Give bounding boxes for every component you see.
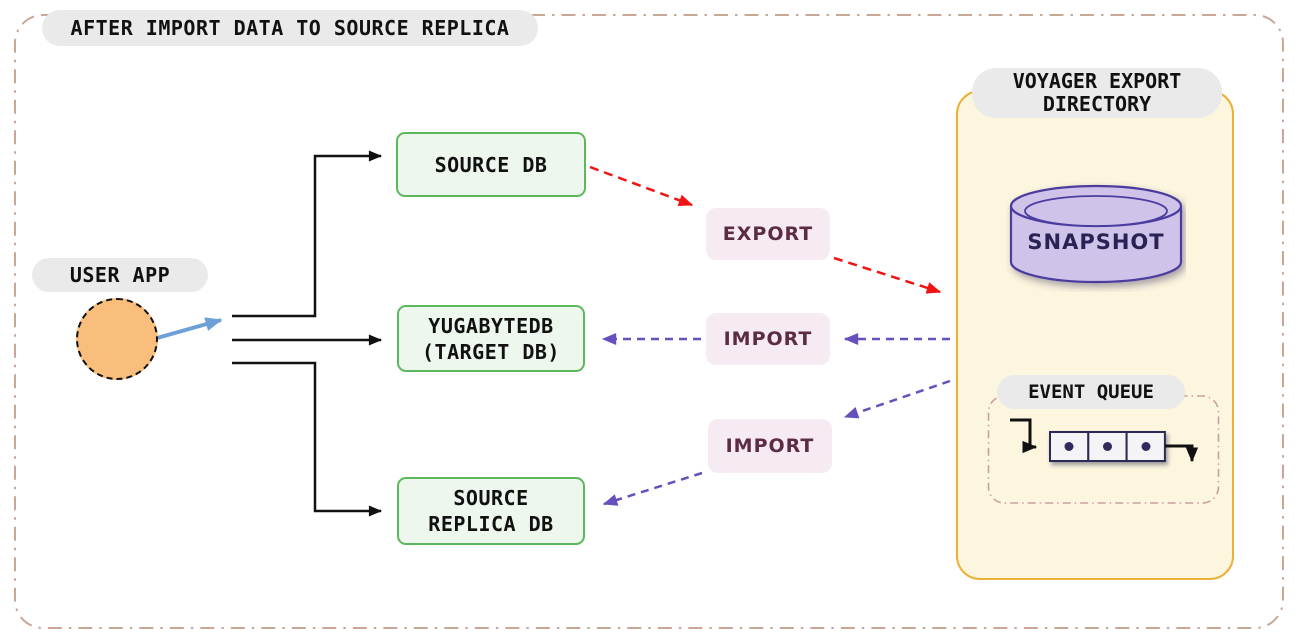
diagram-title: AFTER IMPORT DATA TO SOURCE REPLICA <box>42 10 538 46</box>
node-source-replica-line2: REPLICA DB <box>428 512 554 536</box>
queue-in-arrow <box>1010 418 1038 454</box>
voyager-title: VOYAGER EXPORT DIRECTORY <box>972 68 1222 118</box>
diagram-title-text: AFTER IMPORT DATA TO SOURCE REPLICA <box>70 16 510 40</box>
user-app-label-text: USER APP <box>69 263 171 287</box>
node-source-replica-db: SOURCE REPLICA DB <box>397 477 585 545</box>
source-db-to-export-arrow <box>589 165 694 207</box>
voyager-title-line2: DIRECTORY <box>1042 92 1152 116</box>
flow-label-import-target: IMPORT <box>706 313 830 365</box>
event-queue-icon <box>987 395 1220 504</box>
queue-cells <box>1049 431 1166 462</box>
user-app-label: USER APP <box>32 258 208 292</box>
user-app-icon <box>76 298 158 380</box>
snapshot-label: SNAPSHOT <box>1006 230 1186 254</box>
export-to-voyager-arrow <box>833 256 942 294</box>
flow-label-import-replica: IMPORT <box>708 419 832 473</box>
voyager-export-directory: VOYAGER EXPORT DIRECTORY SNAPSHOT <box>956 68 1234 580</box>
node-target-db-line2: (TARGET DB) <box>422 339 560 364</box>
voyager-title-line1: VOYAGER EXPORT <box>1012 69 1182 93</box>
flow-export-text: EXPORT <box>722 223 814 245</box>
flow-label-export: EXPORT <box>706 208 830 260</box>
snapshot-label-text: SNAPSHOT <box>1027 230 1165 254</box>
flow-import-target-text: IMPORT <box>723 328 813 350</box>
database-cylinder-icon <box>1009 184 1183 284</box>
voyager-to-import-replica-arrow <box>843 379 951 419</box>
node-source-db: SOURCE DB <box>396 132 586 197</box>
node-target-db-line1: YUGABYTEDB <box>428 313 554 338</box>
import-to-source-replica-arrow <box>602 471 703 506</box>
event-queue-dashed-border <box>987 395 1220 504</box>
fork-to-source-db-arrow <box>232 150 383 318</box>
flow-import-replica-text: IMPORT <box>725 435 815 457</box>
node-source-replica-line1: SOURCE <box>453 486 529 510</box>
node-source-db-label: SOURCE DB <box>434 152 548 177</box>
queue-out-arrow <box>1165 444 1199 463</box>
user-to-fork-arrow <box>156 317 223 340</box>
outer-frame-border <box>14 14 1284 629</box>
fork-to-source-replica-arrow <box>232 361 383 517</box>
event-queue-label-text: EVENT QUEUE <box>1028 381 1154 403</box>
node-target-db: YUGABYTEDB (TARGET DB) <box>397 305 585 372</box>
event-queue-label: EVENT QUEUE <box>997 375 1185 409</box>
